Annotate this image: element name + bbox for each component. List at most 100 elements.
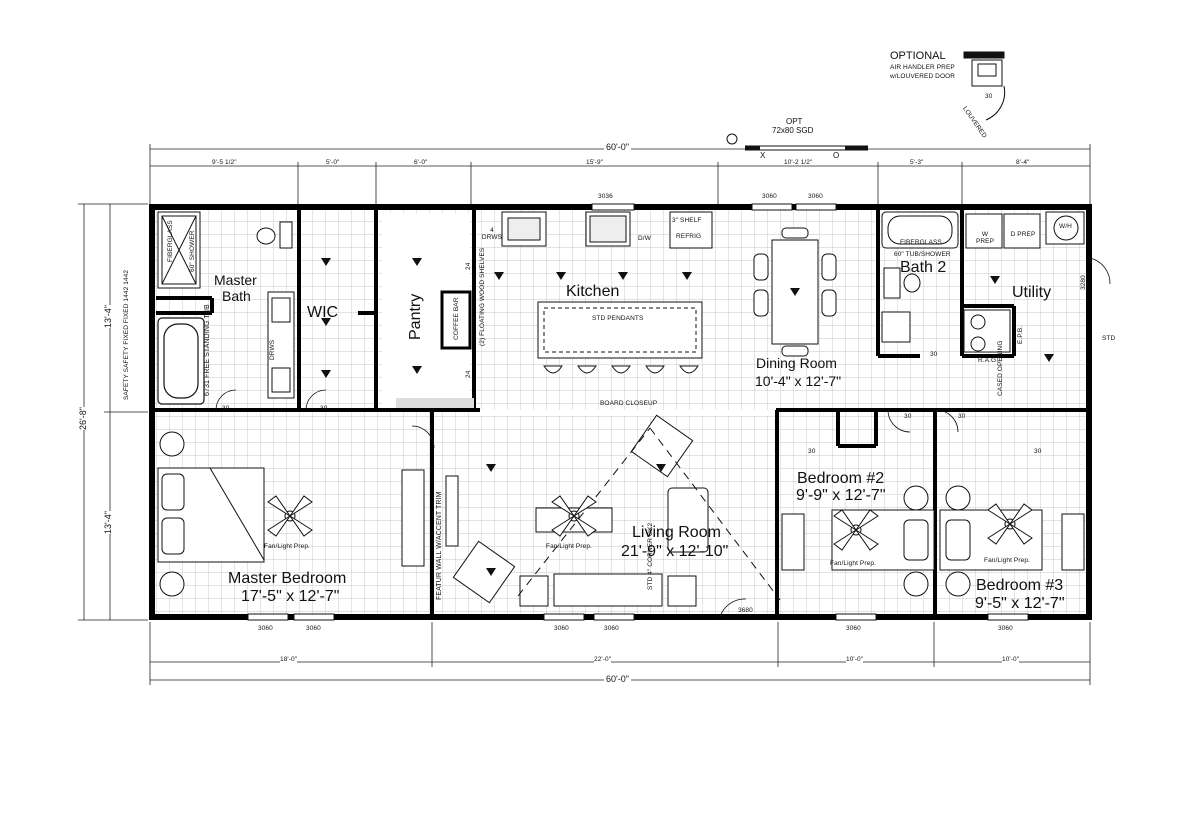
wic-label: WIC <box>307 304 339 321</box>
optional-line1: AIR HANDLER PREP <box>890 64 955 71</box>
dining-label: Dining Room <box>756 355 837 371</box>
kitchen-label: Kitchen <box>566 283 620 300</box>
dryer-prep-note: D PREP <box>1010 231 1036 238</box>
fan-prep-bedroom3: Fan/Light Prep. <box>984 557 1030 564</box>
coffee-bar-note: COFFEE BAR <box>453 297 460 340</box>
master-shower <box>157 211 201 289</box>
left-lower-dim: 13'-4" <box>103 511 113 534</box>
door-30-a: 30 <box>222 405 230 412</box>
bedroom2-label: Bedroom #2 <box>797 470 885 487</box>
bottom-window-3060-b: 3060 <box>306 625 321 632</box>
freestanding-tub <box>157 317 205 405</box>
rag-note: R.A.G. <box>978 357 999 364</box>
master-bed <box>157 431 265 597</box>
door-30-d: 30 <box>904 413 912 420</box>
bottom-overall-dim: 60'-0" <box>604 674 631 684</box>
sgd-x: X <box>760 151 766 160</box>
interior-walls <box>152 208 1088 617</box>
master-bedroom-label: Master Bedroom <box>228 570 347 587</box>
board-closeup-floor <box>476 410 776 416</box>
bath2-tub-note: FIBERGLASS <box>900 239 942 246</box>
window-3036-note: 3036 <box>598 193 613 200</box>
safety-window-note: SAFETY SAFETY FIXED FIXED 1442 1442 <box>123 269 130 400</box>
bottom-dim-3: 10'-0" <box>846 656 864 664</box>
top-dim-7: 8'-4" <box>1016 159 1030 166</box>
dining-table <box>753 227 837 357</box>
corner-note: STD 4" CORNER OK2 <box>647 522 654 590</box>
bath2-tub60-note: 60" TUB/SHOWER <box>894 251 951 258</box>
fan-prep-living: Fan/Light Prep. <box>546 543 592 550</box>
refrig-note: REFRIG <box>676 233 702 240</box>
ceiling-fans <box>267 495 1033 551</box>
bottom-dim-1: 18'-0" <box>280 656 298 664</box>
door-30-c: 30 <box>930 351 938 358</box>
optional-title: OPTIONAL <box>890 50 946 62</box>
optional-sliding-door <box>726 133 868 151</box>
master-vanity <box>267 291 295 399</box>
pendants-note: STD PENDANTS <box>592 315 644 322</box>
ceiling-lights <box>321 258 1054 576</box>
top-dim-4: 15'-9" <box>586 159 604 166</box>
bottom-window-3060-d: 3060 <box>604 625 619 632</box>
shower60-note: 60" SHOWER <box>189 230 196 272</box>
dishwasher-note: D/W <box>638 235 651 242</box>
top-dimensions <box>149 144 1091 205</box>
living-furniture <box>401 414 781 607</box>
bottom-dim-4: 10'-0" <box>1002 656 1020 664</box>
fan-prep-bedroom2: Fan/Light Prep. <box>830 560 876 567</box>
living-room-label: Living Room <box>632 524 721 541</box>
fan-prep-master: Fan/Light Prep. <box>264 543 310 550</box>
utility-fixtures <box>963 211 1085 353</box>
epb-note: E.P.B. <box>1017 325 1024 344</box>
door-30-b: 30 <box>320 405 328 412</box>
master-bath-label-2: Bath <box>222 288 251 304</box>
sgd-o: O <box>833 151 840 160</box>
window-3060-b: 3060 <box>808 193 823 200</box>
bar-stools <box>543 365 699 374</box>
top-dim-6: 5'-3" <box>910 159 924 166</box>
master-bedroom-size: 17'-5" x 12'-7" <box>241 588 340 605</box>
kitchen-fixtures <box>501 211 713 359</box>
master-bath-label-1: Master <box>214 272 257 288</box>
door-3280-note: 3280 <box>1080 275 1087 290</box>
sgd-label: 72x80 SGD <box>772 126 814 135</box>
dining-size: 10'-4" x 12'-7" <box>755 373 842 389</box>
optional-line2: w/LOUVERED DOOR <box>890 73 956 80</box>
door-24-b: 24 <box>465 370 472 378</box>
bath2-label: Bath 2 <box>900 259 947 276</box>
door-3680-note: 3680 <box>738 607 753 614</box>
left-upper-dim: 13'-4" <box>103 305 113 328</box>
door-30-f: 30 <box>808 448 816 455</box>
washer-prep-note: W PREP <box>975 231 995 245</box>
door-30-g: 30 <box>1034 448 1042 455</box>
top-dim-3: 6'-0" <box>414 159 428 166</box>
kitchen-drws-note: 4 DRWS <box>481 227 503 241</box>
board-closeup-note: BOARD CLOSEUP <box>600 400 658 407</box>
bottom-window-3060-a: 3060 <box>258 625 273 632</box>
bath2-fixtures <box>881 211 959 343</box>
top-dim-5: 10'-2 1/2" <box>784 159 813 166</box>
bottom-window-3060-f: 3060 <box>998 625 1013 632</box>
door-30-e: 30 <box>958 413 966 420</box>
floating-shelves-note: (2) FLOATING WOOD SHELVES <box>479 247 486 346</box>
pantry-label: Pantry <box>407 293 424 340</box>
bedroom3-size: 9'-5" x 12'-7" <box>975 595 1065 612</box>
optional-size: 30 <box>985 93 993 100</box>
left-dimensions <box>78 203 148 621</box>
shower-fiberglass-note: FIBERGLASS <box>167 220 174 262</box>
master-toilet <box>256 221 293 249</box>
doors <box>215 257 1111 618</box>
cased-opening-note: CASED OPENING <box>997 340 1004 396</box>
bottom-window-3060-e: 3060 <box>846 625 861 632</box>
water-heater-note: W/H <box>1059 223 1072 230</box>
windows <box>247 203 1029 621</box>
overall-top-dim: 60'-0" <box>604 142 631 152</box>
feature-wall-note: FEATUR WALL W/ACCENT TRIM <box>436 491 443 600</box>
bedroom2-size: 9'-9" x 12'-7" <box>796 487 886 504</box>
pantry-shelving <box>396 290 474 408</box>
vanity-drws-note: DRWS <box>269 339 276 360</box>
door-24-a: 24 <box>465 262 472 270</box>
opt-label: OPT <box>786 117 803 126</box>
top-dim-1: 9'-5 1/2" <box>212 159 237 166</box>
